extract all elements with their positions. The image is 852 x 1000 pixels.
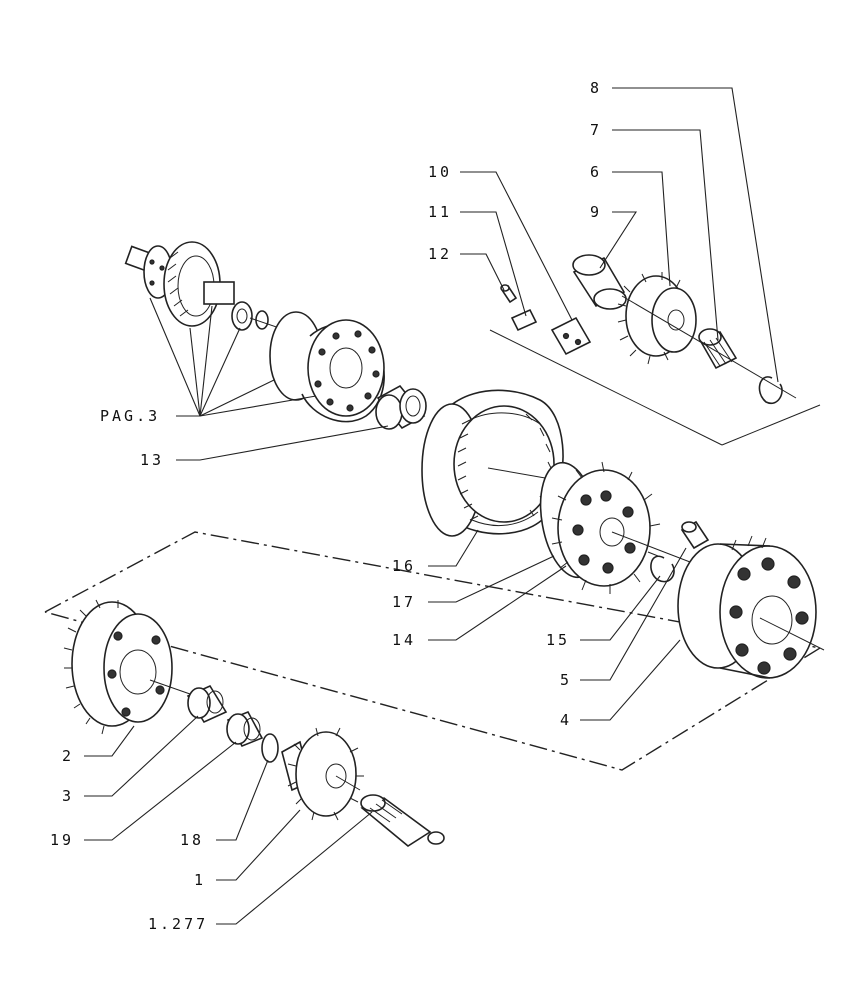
snap-ring-15 [650,555,675,583]
gear-1 [281,727,364,821]
callout-8: 8 [590,79,602,97]
callout-pag3: PAG.3 [100,407,160,425]
callout-11: 11 [428,203,452,221]
callout-4: 4 [560,711,572,729]
washer-11 [510,308,538,332]
callout-17: 17 [392,593,416,611]
planet-subassembly-frame [489,329,821,446]
callout-5: 5 [560,671,572,689]
planet-carrier-14 [551,461,691,594]
callout-2: 2 [62,747,74,765]
callout-3: 3 [62,787,74,805]
callout-9: 9 [590,203,602,221]
callout-19: 19 [50,831,74,849]
hub-4 [677,535,825,679]
bearing-3 [186,684,228,724]
leader-lines [84,87,779,925]
splined-shaft-1277 [360,794,445,847]
callout-15: 15 [546,631,570,649]
callout-7: 7 [590,121,602,139]
callout-12: 12 [428,245,452,263]
callout-14: 14 [392,631,416,649]
bushing-13 [375,384,427,430]
planet-axis [621,295,797,399]
bearing-19 [226,710,264,748]
planet-pin-9 [572,254,627,310]
bevel-gear-shaft-assembly [124,241,385,423]
callout-10: 10 [428,163,452,181]
callout-16: 16 [392,557,416,575]
callout-1-277: 1.277 [148,915,208,933]
snap-ring-18 [261,733,279,763]
needle-bearing-7 [698,328,738,370]
lock-plate-10 [550,316,592,356]
screw-12 [500,284,518,304]
gear-2 [63,599,191,735]
callout-1: 1 [194,871,206,889]
bolt-5 [680,520,710,550]
ring-gear-16 [421,389,569,537]
planet-gear-6 [617,272,697,365]
callout-18: 18 [180,831,204,849]
callout-13: 13 [140,451,164,469]
snap-ring-8 [758,376,783,405]
callout-6: 6 [590,163,602,181]
